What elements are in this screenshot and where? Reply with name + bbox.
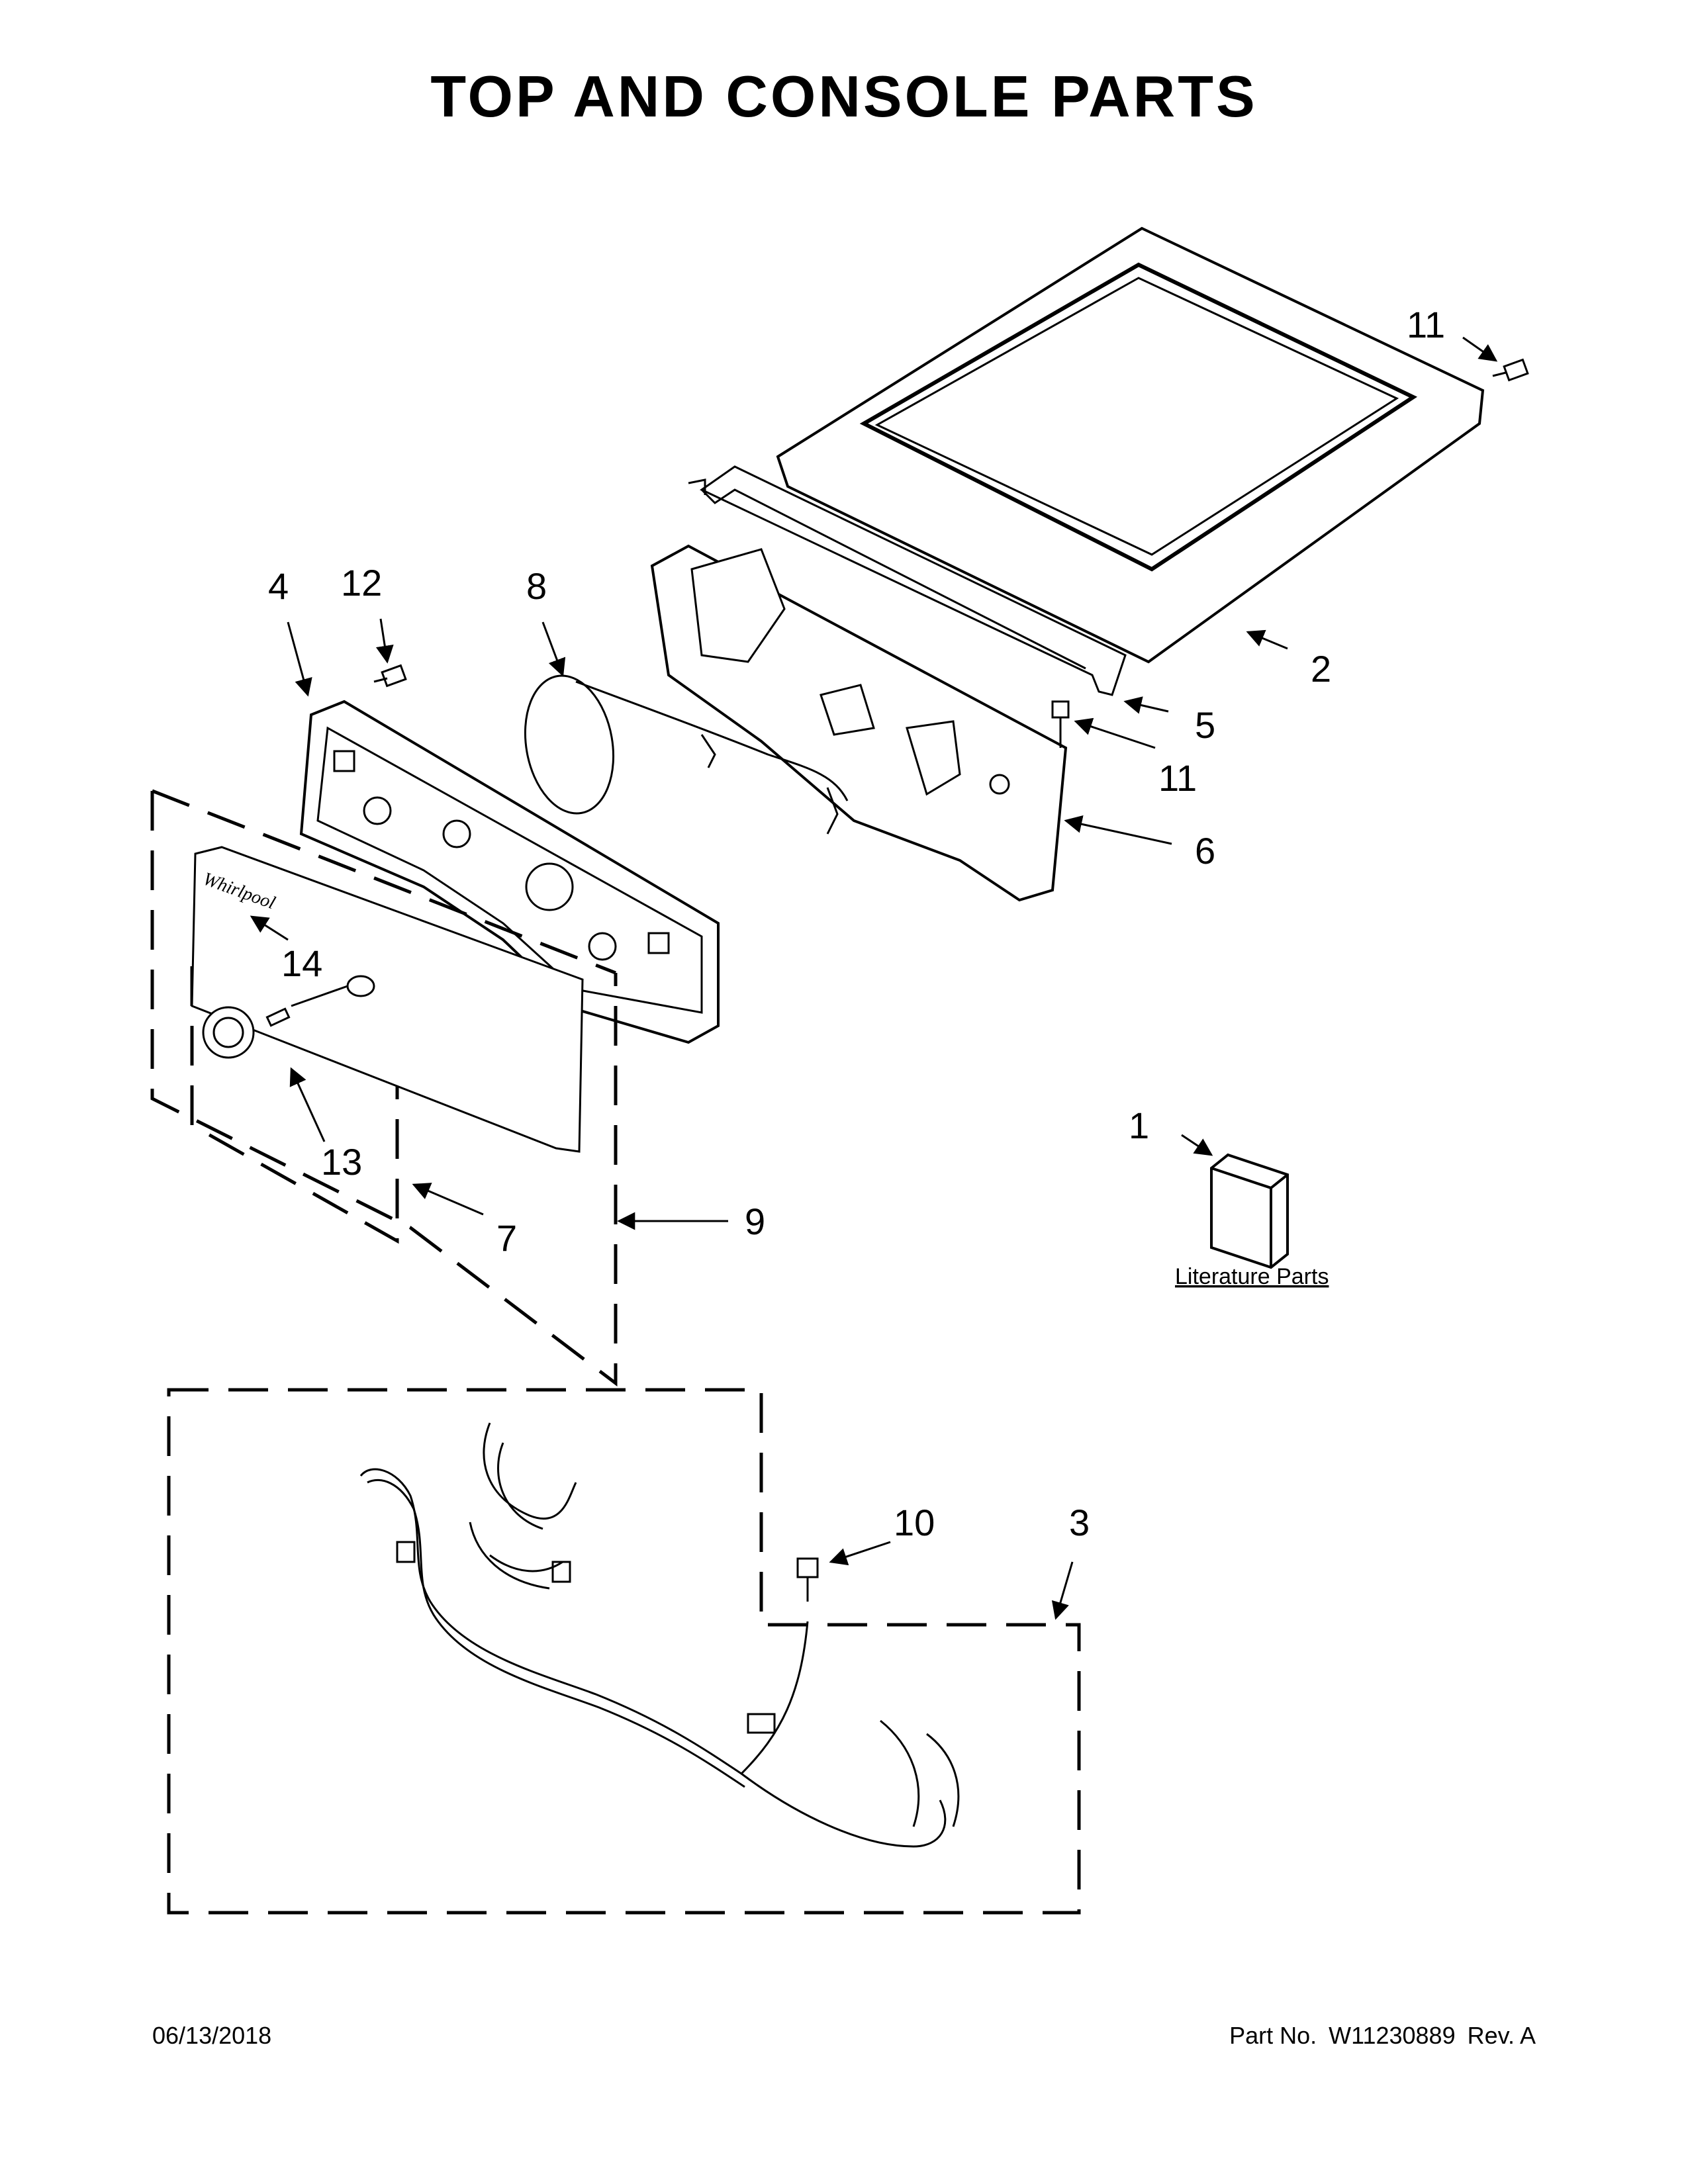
- leader-lines: [250, 336, 1498, 1620]
- literature-part: [1210, 1153, 1289, 1269]
- footer-part-info: Part No. W11230889 Rev. A: [1217, 2022, 1536, 2050]
- top-panel-part: [776, 226, 1485, 664]
- callout-4: 4: [268, 565, 289, 607]
- knob-13-part: [202, 985, 348, 1059]
- callout-1: 1: [1129, 1105, 1149, 1146]
- part-number-label: Part No.: [1229, 2022, 1317, 2049]
- callout-8: 8: [526, 565, 547, 607]
- footer-date: 06/13/2018: [152, 2022, 272, 2049]
- part-number: W11230889: [1329, 2022, 1456, 2049]
- screw-10-part: [796, 1557, 819, 1602]
- callout-7: 7: [496, 1217, 517, 1259]
- screw-12-part: [373, 664, 407, 688]
- callout-14: 14: [281, 942, 322, 984]
- fascia-14-part: Whirlpool: [191, 846, 584, 1153]
- console-part: [299, 700, 720, 1044]
- screw-11-part: [1051, 358, 1529, 748]
- callout-2: 2: [1311, 648, 1331, 690]
- callout-3: 3: [1069, 1502, 1090, 1543]
- assembly-3-outline: [167, 1388, 1081, 1915]
- revision: Rev. A: [1467, 2022, 1536, 2049]
- callout-12: 12: [341, 562, 382, 604]
- callout-10: 10: [894, 1502, 935, 1543]
- callout-5: 5: [1195, 704, 1215, 746]
- callout-11-lower: 11: [1158, 757, 1197, 799]
- assembly-9-outline: [150, 789, 618, 1387]
- callout-13: 13: [321, 1141, 362, 1183]
- callout-11-top: 11: [1407, 304, 1445, 345]
- page-title: TOP AND CONSOLE PARTS: [430, 64, 1258, 129]
- callout-6: 6: [1195, 830, 1215, 872]
- console-back-panel-part: [650, 544, 1068, 902]
- literature-parts-label: Literature Parts: [1175, 1264, 1329, 1289]
- top-bracket-part: [688, 465, 1127, 696]
- callout-9: 9: [745, 1201, 765, 1242]
- wire-harness-part: [359, 1422, 960, 1848]
